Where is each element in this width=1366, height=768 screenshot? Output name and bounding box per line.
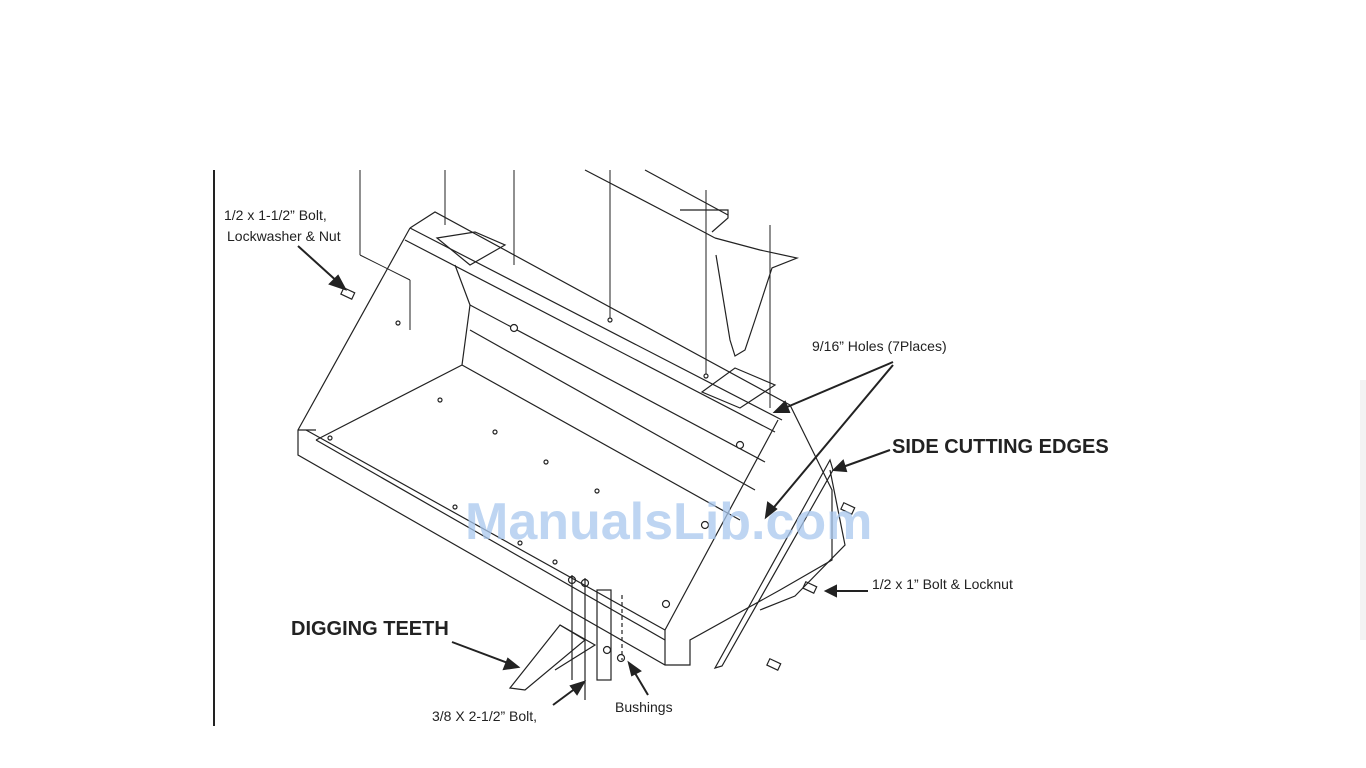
bushings-label: Bushings	[615, 699, 673, 715]
watermark: ManualsLib.com	[465, 493, 873, 551]
bolt-lockwasher-label-line2: Lockwasher & Nut	[227, 228, 341, 244]
digging-tooth-part	[508, 575, 626, 700]
side-cutting-edges-heading: SIDE CUTTING EDGES	[892, 436, 1109, 458]
page-margin-rule	[213, 170, 215, 726]
mounting-holes	[327, 317, 745, 609]
callout-arrows	[297, 245, 894, 706]
page-edge-shadow	[1360, 380, 1366, 640]
bolt-icons	[340, 286, 856, 671]
bucket-body	[297, 211, 833, 666]
hitch-plate	[584, 169, 800, 357]
bolt-lockwasher-label-line1: 1/2 x 1-1/2” Bolt,	[224, 207, 327, 223]
bolt-locknut-label: 1/2 x 1” Bolt & Locknut	[872, 576, 1013, 592]
bolt-bottom-label: 3/8 X 2-1/2” Bolt,	[432, 708, 538, 724]
digging-teeth-heading: DIGGING TEETH	[291, 618, 449, 640]
holes-label: 9/16” Holes (7Places)	[812, 338, 947, 354]
assembly-guide-lines	[359, 170, 771, 408]
